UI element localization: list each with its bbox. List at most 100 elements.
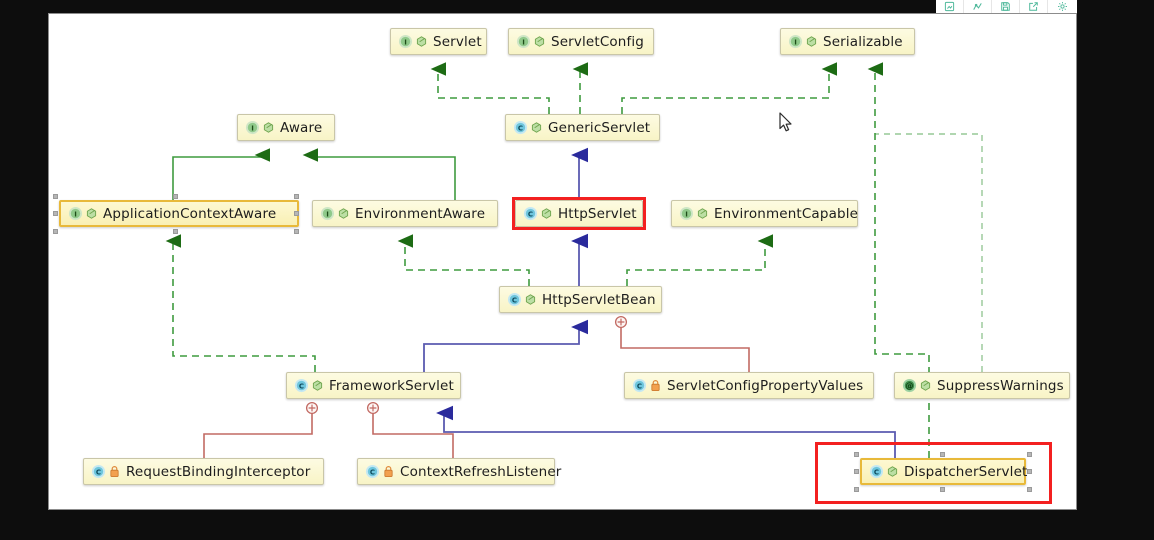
class-node-frameworkservlet[interactable]: C FrameworkServlet [286,372,461,399]
svg-text:C: C [370,467,375,476]
svg-text:C: C [637,381,642,390]
edge-httpservletbean-inner-servletconfigpropertyvalues [614,315,750,372]
edge-httpservletbean-implements-environmentaware [397,234,530,286]
edge-applicationcontextaware-extends-aware [172,148,270,200]
interface-icon: I [398,34,413,49]
interface-icon: I [788,34,803,49]
public-visibility-icon [531,122,542,133]
class-node-label: HttpServlet [558,205,637,222]
selection-handle[interactable] [53,229,58,234]
selection-handle[interactable] [294,211,299,216]
public-visibility-icon [263,122,274,133]
svg-text:C: C [528,209,533,218]
highlight-box-dispatcherservlet [815,442,1052,504]
selection-handle[interactable] [854,469,859,474]
class-node-genericservlet[interactable]: C GenericServlet [505,114,660,141]
private-lock-icon [110,466,119,478]
relationship-edges [165,62,983,458]
class-node-label: FrameworkServlet [329,377,454,394]
selection-handle[interactable] [53,194,58,199]
public-visibility-icon [534,36,545,47]
svg-text:I: I [522,37,525,46]
save-icon[interactable] [992,0,1020,14]
class-node-reqbindinterceptor[interactable]: C RequestBindingInterceptor [83,458,324,485]
selection-handle[interactable] [173,194,178,199]
class-icon: C [507,292,522,307]
selection-handle[interactable] [940,452,945,457]
svg-text:C: C [299,381,304,390]
class-icon: C [869,464,884,479]
private-lock-icon [651,380,660,392]
class-node-label: Aware [280,119,323,136]
class-node-label: GenericServlet [548,119,651,136]
edge-genericservlet-implements-serializable [621,62,837,114]
interface-icon: I [68,206,83,221]
class-node-aware[interactable]: I Aware [237,114,335,141]
class-node-label: EnvironmentAware [355,205,486,222]
edge-environmentaware-extends-aware [302,148,456,200]
class-icon: C [294,378,309,393]
selection-handle[interactable] [53,211,58,216]
selection-handle[interactable] [294,229,299,234]
class-node-envaware[interactable]: I EnvironmentAware [312,200,498,227]
class-node-servlet[interactable]: I Servlet [390,28,487,55]
selection-handle[interactable] [940,487,945,492]
annotation-icon: @ [902,378,917,393]
svg-text:I: I [326,209,329,218]
svg-text:C: C [96,467,101,476]
class-node-label: RequestBindingInterceptor [126,463,311,480]
class-node-ctxrefreshlistener[interactable]: C ContextRefreshListener [357,458,561,485]
class-node-servletconfig[interactable]: I ServletConfig [508,28,654,55]
class-node-suppresswarnings[interactable]: @SuppressWarnings [894,372,1070,399]
diagram-toolbar [936,0,1077,14]
svg-text:I: I [74,209,77,218]
class-node-httpservlet[interactable]: C HttpServlet [515,200,643,227]
edge-frameworkservlet-extends-httpservletbean [423,319,588,372]
edge-httpservletbean-implements-environmentcapable [626,234,773,286]
selection-handle[interactable] [173,229,178,234]
interface-icon: I [679,206,694,221]
interface-icon: I [245,120,260,135]
class-node-dispatcherservlet[interactable]: C DispatcherServlet [860,458,1028,485]
public-visibility-icon [416,36,427,47]
class-node-label: ServletConfig [551,33,645,50]
layout-icon[interactable] [964,0,992,14]
class-icon: C [513,120,528,135]
svg-text:@: @ [906,382,914,391]
class-node-label: DispatcherServlet [904,463,1028,480]
export-image-icon[interactable] [936,0,964,14]
svg-text:I: I [794,37,797,46]
edge-frameworkservlet-inner-requestbindinginterceptor [203,401,319,458]
class-icon: C [365,464,380,479]
svg-text:I: I [251,123,254,132]
edge-genericservlet-implements-servlet [430,62,550,114]
selection-handle[interactable] [1027,452,1032,457]
class-node-label: ApplicationContextAware [103,205,277,222]
selection-handle[interactable] [1027,487,1032,492]
svg-text:I: I [404,37,407,46]
public-visibility-icon [86,208,97,219]
svg-text:I: I [685,209,688,218]
public-visibility-icon [697,208,708,219]
selection-handle[interactable] [294,194,299,199]
interface-icon: I [516,34,531,49]
edge-frameworkservlet-implements-applicationcontextaware [165,234,316,372]
public-visibility-icon [312,380,323,391]
public-visibility-icon [920,380,931,391]
class-node-label: ContextRefreshListener [400,463,562,480]
selection-handle[interactable] [1027,469,1032,474]
edge-frameworkservlet-inner-contextrefreshlistener [366,401,454,458]
settings-gear-icon[interactable] [1048,0,1076,14]
selection-handle[interactable] [854,487,859,492]
class-icon: C [523,206,538,221]
open-external-icon[interactable] [1020,0,1048,14]
class-node-label: Servlet [433,33,482,50]
svg-text:C: C [874,467,879,476]
class-node-appctxaware[interactable]: I ApplicationContextAware [59,200,299,227]
